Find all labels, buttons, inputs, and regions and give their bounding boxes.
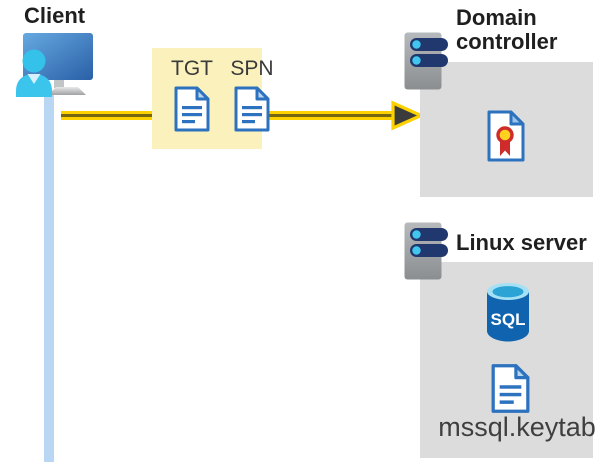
domain-controller-server-icon <box>404 32 448 90</box>
sql-database-text: SQL <box>491 310 526 329</box>
domain-controller-label: Domain controller <box>456 5 558 54</box>
ticket-highlight-box: TGT SPN <box>152 48 274 149</box>
client-computer-icon <box>16 33 93 97</box>
certificate-icon <box>487 110 525 162</box>
request-arrowhead-icon <box>391 100 423 131</box>
spn-document-icon <box>234 86 270 132</box>
monitor-stand-neck <box>54 80 64 88</box>
monitor-stand-base <box>48 87 86 95</box>
sql-database-icon: SQL <box>487 283 529 342</box>
linux-server-label: Linux server <box>456 230 587 255</box>
client-label: Client <box>24 3 86 28</box>
keytab-filename-label: mssql.keytab <box>438 412 596 442</box>
user-icon <box>16 49 52 97</box>
tgt-label: TGT <box>171 57 213 80</box>
client-session-line <box>44 92 54 462</box>
linux-server-icon <box>404 222 448 280</box>
tgt-document-icon <box>174 86 210 132</box>
keytab-document-icon <box>491 364 530 413</box>
spn-label: SPN <box>230 57 274 80</box>
